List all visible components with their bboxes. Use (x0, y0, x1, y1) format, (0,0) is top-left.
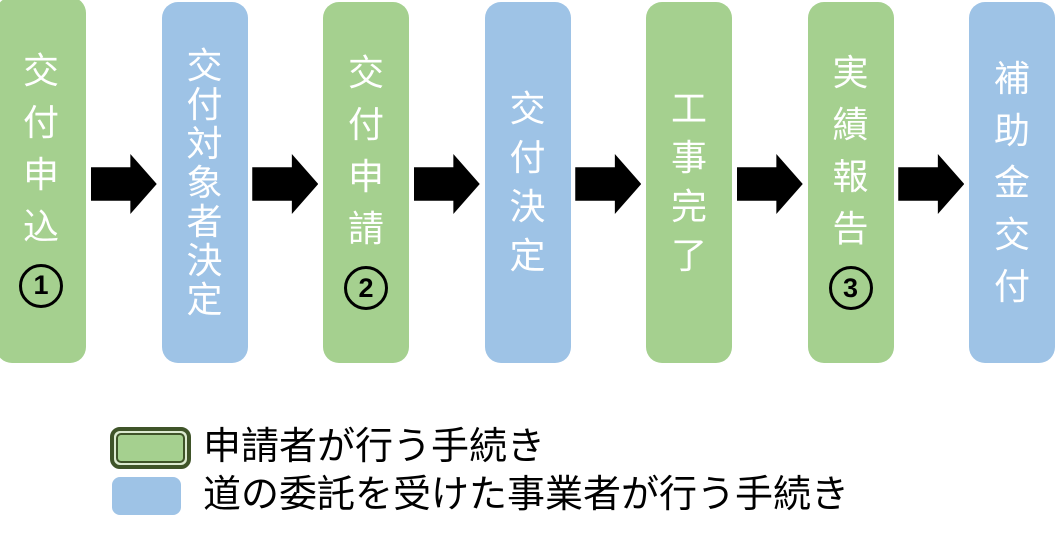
legend-green-swatch-fill (116, 433, 185, 463)
step-label-char: 象 (186, 161, 223, 203)
step-label-char: 工 (670, 88, 707, 129)
step-label-char: 申 (347, 156, 384, 197)
circled-number-icon: 2 (344, 266, 388, 310)
step-label-char: 完 (670, 186, 707, 227)
legend: 申請者が行う手続き 道の委託を受けた事業者が行う手続き (110, 424, 1055, 520)
step-label-char: 交 (993, 213, 1030, 255)
step-label-char: 交 (22, 49, 59, 91)
flow-step-4: 交付決定 (484, 2, 571, 363)
flow-arrow-icon (90, 154, 157, 214)
flow-step-3: 交付申請 2 (323, 2, 409, 363)
flow-arrow-icon (575, 154, 642, 214)
step-label-char: 定 (186, 278, 223, 320)
flow-step-5: 工事完了 (646, 2, 732, 363)
legend-label: 道の委託を受けた事業者が行う手続き (203, 474, 850, 517)
step-label-char: 交 (347, 52, 384, 93)
legend-label: 申請者が行う手続き (203, 426, 546, 469)
legend-row: 道の委託を受けた事業者が行う手続き (110, 472, 1055, 520)
legend-swatch-col (110, 427, 203, 469)
step-label-char: 付 (186, 83, 223, 125)
step-label-char: 実 (832, 52, 869, 93)
step-label-char: 事 (670, 137, 707, 178)
flow-step-1: 交付申込 1 (0, 0, 86, 363)
flow-arrow-icon (413, 154, 480, 214)
flow-arrow-icon (252, 154, 319, 214)
step-label-char: 請 (347, 208, 384, 249)
step-label-char: 申 (22, 153, 59, 195)
step-label-char: 績 (832, 104, 869, 145)
step-label-char: 了 (670, 235, 707, 276)
step-label-char: 定 (509, 235, 546, 276)
step-label-char: 込 (22, 205, 59, 247)
circled-number-icon: 3 (828, 266, 873, 310)
step-label-char: 対 (186, 122, 223, 164)
legend-blue-swatch (112, 477, 181, 515)
legend-row: 申請者が行う手続き (110, 424, 1055, 472)
step-label-char: 報 (832, 156, 869, 197)
step-label-char: 告 (832, 208, 869, 249)
legend-green-swatch (110, 427, 191, 469)
flow-arrow-icon (898, 154, 965, 214)
step-label-char: 者 (186, 200, 223, 242)
circled-number-icon: 1 (19, 263, 63, 308)
step-label-char: 付 (509, 137, 546, 178)
flow-step-6: 実績報告 3 (807, 2, 894, 363)
step-label-char: 補 (993, 57, 1030, 99)
flow-step-7: 補助金交付 (969, 2, 1055, 363)
step-label-char: 付 (993, 265, 1030, 307)
step-label-char: 助 (993, 109, 1030, 151)
step-label-char: 付 (347, 104, 384, 145)
step-label-char: 金 (993, 161, 1030, 203)
step-label-char: 交 (509, 88, 546, 129)
legend-swatch-col (110, 477, 203, 515)
step-label-char: 決 (509, 186, 546, 227)
step-label-char: 付 (22, 101, 59, 143)
step-label-char: 決 (186, 239, 223, 281)
flow-step-2: 交付対象者決定 (161, 2, 248, 363)
flow-arrow-icon (736, 154, 803, 214)
step-label-char: 交 (186, 44, 223, 86)
